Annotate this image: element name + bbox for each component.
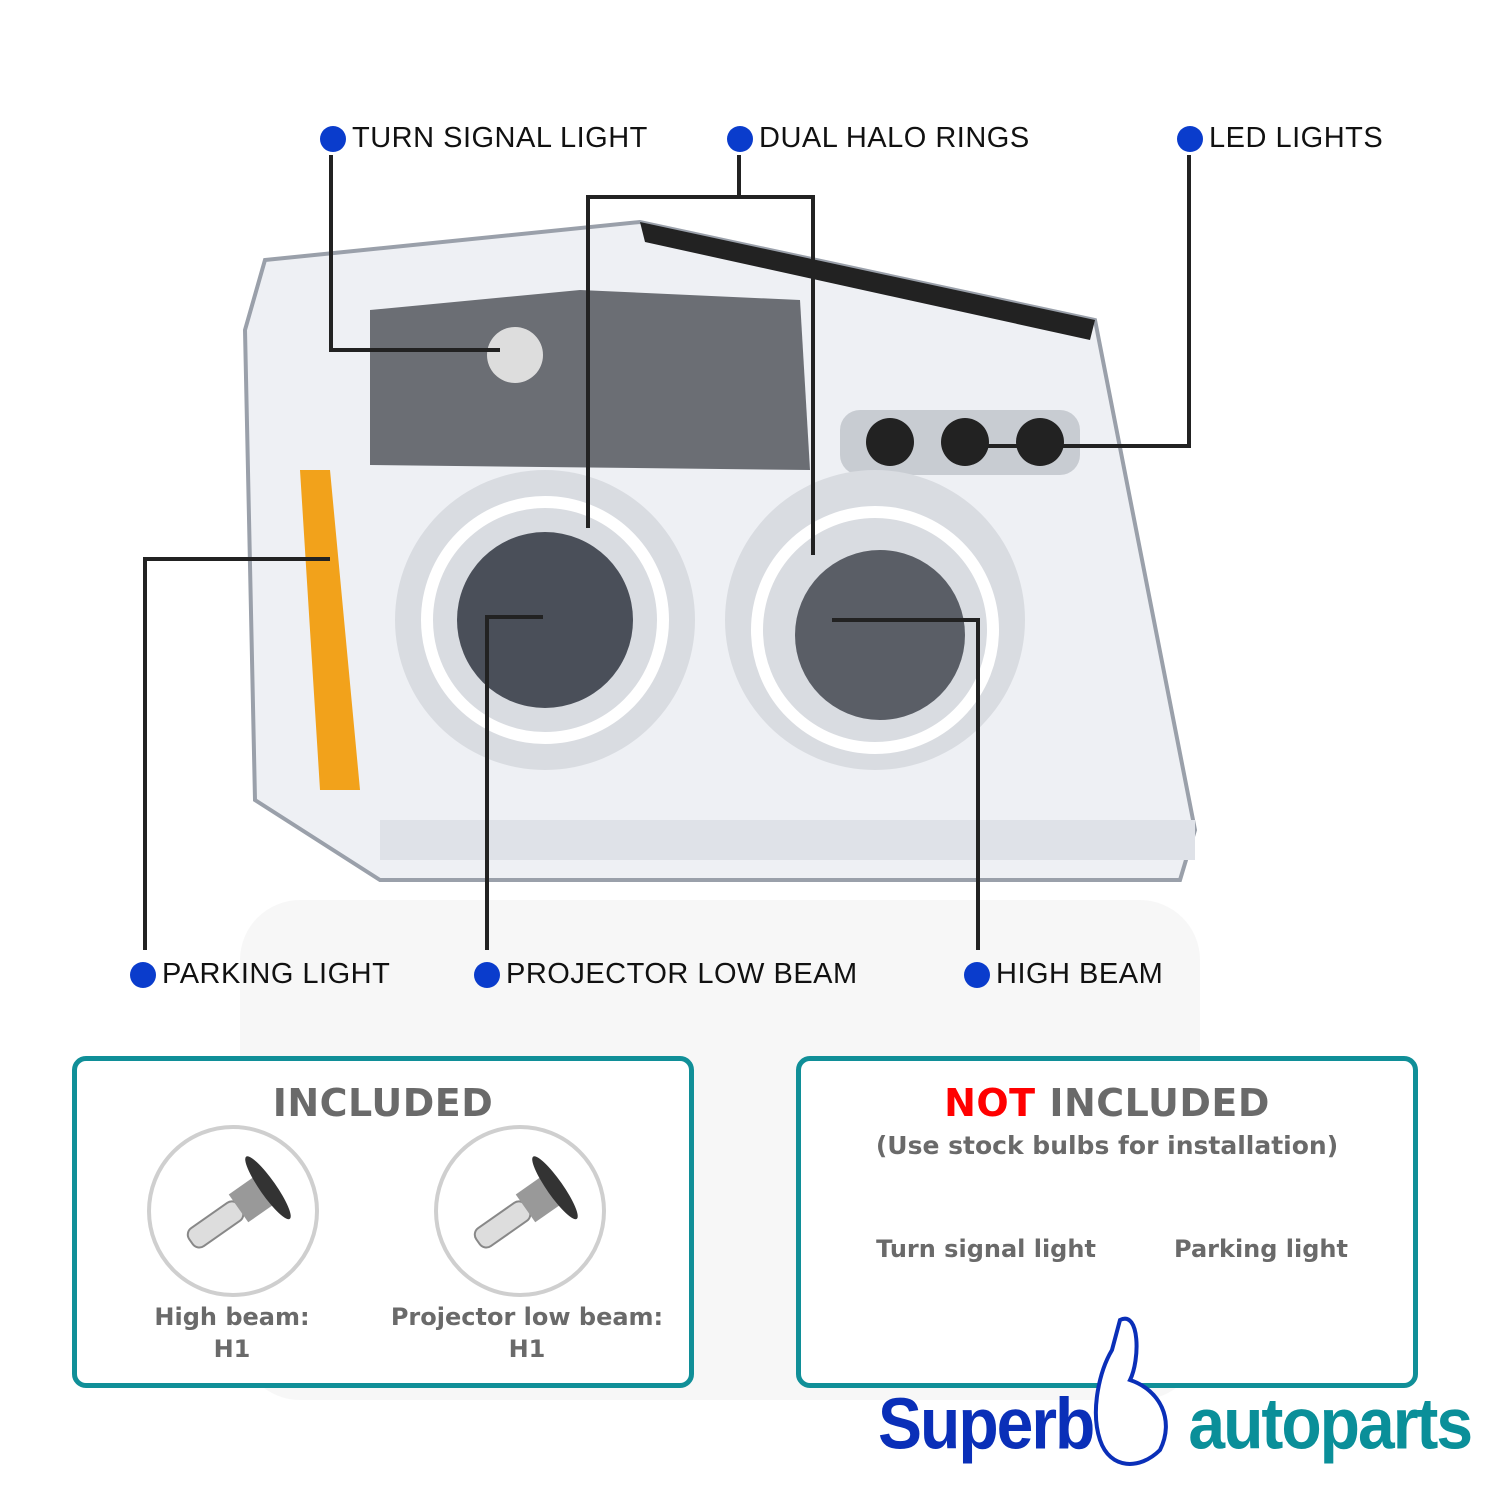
not-word: NOT (944, 1081, 1036, 1125)
callout-turn-signal: TURN SIGNAL LIGHT (320, 122, 648, 155)
not-included-box: NOT INCLUDED (Use stock bulbs for instal… (796, 1056, 1418, 1388)
dot-icon (1177, 125, 1203, 152)
included-title: INCLUDED (272, 1081, 494, 1125)
callout-label: PARKING LIGHT (162, 958, 391, 990)
not-included-subtitle: (Use stock bulbs for installation) (875, 1131, 1339, 1160)
dot-icon (727, 125, 753, 152)
item-value: H1 (213, 1335, 251, 1363)
parking-light-amber (300, 470, 360, 790)
included-item-projector: Projector low beam: H1 (377, 1301, 677, 1365)
brand-logo: Superb autoparts (878, 1381, 1473, 1465)
dot-icon (964, 961, 990, 988)
item-value: H1 (508, 1335, 546, 1363)
not-included-title: NOT INCLUDED (801, 1081, 1413, 1125)
callout-label: TURN SIGNAL LIGHT (352, 122, 648, 154)
item-label: Projector low beam: (390, 1303, 664, 1331)
logo-part2: autoparts (1188, 1382, 1473, 1464)
callout-dual-halo: DUAL HALO RINGS (727, 122, 1030, 155)
included-box: INCLUDED High beam: H1 Projector low beam… (72, 1056, 694, 1388)
callout-parking: PARKING LIGHT (130, 958, 390, 991)
callout-led: LED LIGHTS (1177, 122, 1383, 155)
callout-label: HIGH BEAM (996, 958, 1164, 990)
callout-projector: PROJECTOR LOW BEAM (474, 958, 858, 991)
logo-part1: Superb (878, 1382, 1095, 1464)
dot-icon (474, 961, 500, 988)
included-word: INCLUDED (1035, 1081, 1270, 1125)
leader-lines (143, 155, 1191, 950)
headlight-housing (242, 219, 1198, 882)
not-included-item: Parking light (1174, 1235, 1348, 1263)
item-label: High beam: (154, 1303, 310, 1331)
h1-bulb-icon (147, 1125, 319, 1297)
dot-icon (320, 125, 346, 152)
callout-high-beam: HIGH BEAM (964, 958, 1163, 991)
callout-label: PROJECTOR LOW BEAM (506, 958, 858, 990)
not-included-item: Turn signal light (876, 1235, 1096, 1263)
h1-bulb-icon (434, 1125, 606, 1297)
callout-label: LED LIGHTS (1209, 122, 1384, 154)
callout-label: DUAL HALO RINGS (759, 122, 1030, 154)
dot-icon (130, 961, 156, 988)
included-item-high-beam: High beam: H1 (117, 1301, 347, 1365)
